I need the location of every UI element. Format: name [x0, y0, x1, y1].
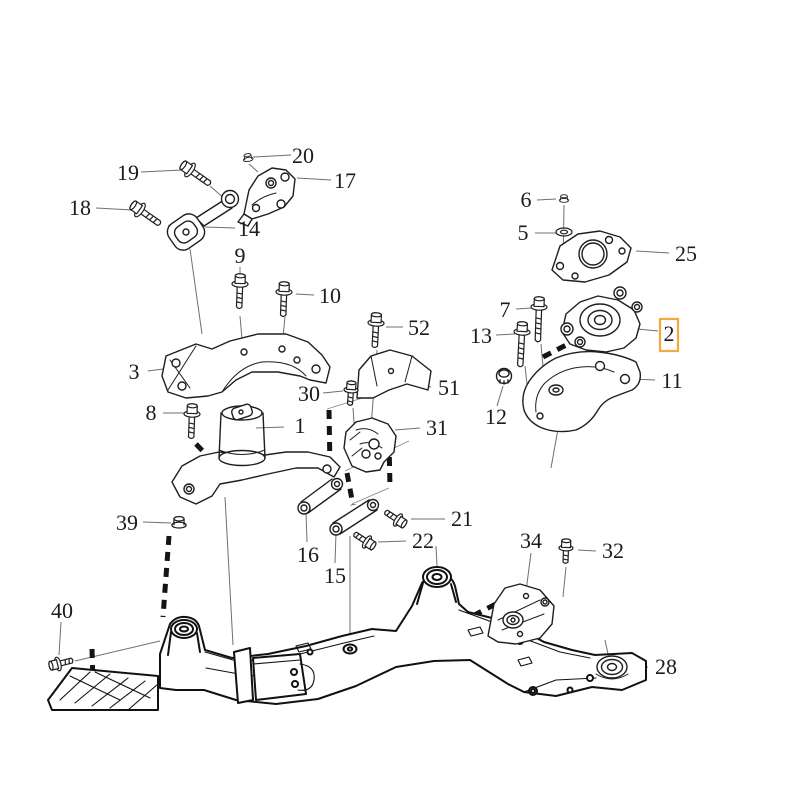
- callout-32[interactable]: 32: [602, 538, 624, 563]
- part-10-bolt: [274, 280, 293, 318]
- callout-5[interactable]: 5: [518, 220, 529, 245]
- part-3-bracket: [161, 333, 331, 399]
- callout-9[interactable]: 9: [235, 243, 246, 268]
- part-25-bracket-plate: [551, 230, 632, 283]
- callout-11[interactable]: 11: [661, 368, 682, 393]
- callout-15[interactable]: 15: [324, 563, 346, 588]
- callout-17[interactable]: 17: [334, 168, 356, 193]
- part-11-bracket: [522, 350, 642, 433]
- callout-34[interactable]: 34: [520, 528, 542, 553]
- part-51-bracket: [356, 349, 432, 399]
- part-20-nut: [241, 152, 254, 163]
- part-12-plug: [495, 367, 513, 385]
- part-28-bushing: [595, 655, 629, 680]
- callout-7[interactable]: 7: [500, 297, 511, 322]
- callout-19[interactable]: 19: [117, 160, 139, 185]
- callout-1[interactable]: 1: [295, 413, 306, 438]
- callout-31[interactable]: 31: [426, 415, 448, 440]
- callout-12[interactable]: 12: [485, 404, 507, 429]
- part-8-bolt: [182, 402, 201, 440]
- callout-52[interactable]: 52: [408, 315, 430, 340]
- callout-18[interactable]: 18: [69, 195, 91, 220]
- callout-30[interactable]: 30: [298, 381, 320, 406]
- part-9-bolt: [230, 272, 249, 310]
- part-52-bolt: [366, 311, 386, 349]
- callout-25[interactable]: 25: [675, 241, 697, 266]
- callout-2-highlighted[interactable]: 2: [664, 321, 675, 346]
- part-17-bracket: [237, 167, 296, 227]
- callout-10[interactable]: 10: [319, 283, 341, 308]
- part-18-bolt: [126, 196, 166, 232]
- callout-6[interactable]: 6: [521, 187, 532, 212]
- callout-21[interactable]: 21: [451, 506, 473, 531]
- part-13-bolt: [511, 320, 532, 368]
- callout-20[interactable]: 20: [292, 143, 314, 168]
- callout-14[interactable]: 14: [238, 216, 260, 241]
- callout-22[interactable]: 22: [412, 528, 434, 553]
- part-15-link: [329, 498, 380, 536]
- part-31-mount: [343, 417, 397, 473]
- part-5-washer: [555, 227, 573, 237]
- callout-3[interactable]: 3: [129, 359, 140, 384]
- part-subframe-crossmember: [47, 566, 647, 711]
- part-19-bolt: [176, 156, 216, 192]
- part-6-nut: [558, 194, 570, 203]
- part-14-torque-rod: [166, 189, 240, 251]
- callout-16[interactable]: 16: [297, 542, 319, 567]
- part-39-nut: [171, 515, 187, 529]
- callout-labels: 19 20 17 18 14 9 10 6 5 25 52 7 13 2 3 3…: [51, 143, 697, 679]
- callout-28[interactable]: 28: [655, 654, 677, 679]
- callout-13[interactable]: 13: [470, 323, 492, 348]
- highlight-box-part-2: [658, 317, 680, 353]
- part-32-bolt: [557, 538, 574, 565]
- callout-39[interactable]: 39: [116, 510, 138, 535]
- part-34-bracket: [487, 583, 555, 645]
- part-21-bolt: [380, 505, 410, 532]
- part-7-bolt: [529, 295, 548, 343]
- callout-40[interactable]: 40: [51, 598, 73, 623]
- part-30-bolt: [342, 379, 360, 407]
- part-1-engine-mount: [171, 403, 341, 505]
- callout-51[interactable]: 51: [438, 375, 460, 400]
- callout-8[interactable]: 8: [146, 400, 157, 425]
- part-2-engine-mount: [560, 286, 643, 353]
- part-16-link: [297, 477, 344, 515]
- part-22-bolt: [349, 527, 379, 554]
